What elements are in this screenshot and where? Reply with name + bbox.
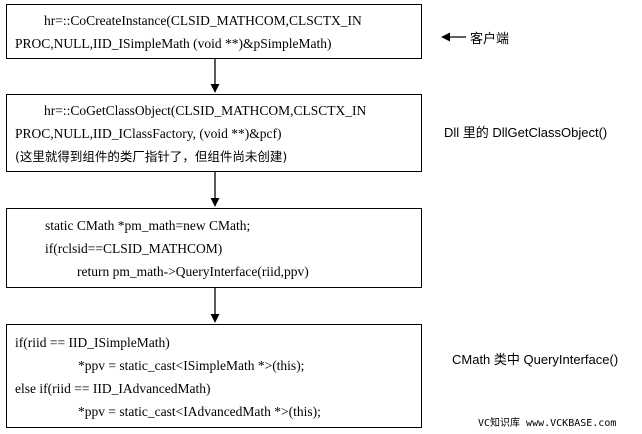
- cmath-queryinterface-label: CMath 类中 QueryInterface(): [452, 352, 619, 367]
- box3-line-3: return pm_math->QueryInterface(riid,ppv): [77, 264, 309, 279]
- cocreateinstance-box: hr=::CoCreateInstance(CLSID_MATHCOM,CLSC…: [6, 4, 422, 59]
- box4-line-4: *ppv = static_cast<IAdvancedMath *>(this…: [78, 404, 321, 419]
- site-watermark: VC知识库 www.VCKBASE.com: [478, 418, 617, 429]
- box4-line-2: *ppv = static_cast<ISimpleMath *>(this);: [78, 358, 305, 373]
- box1-line-2: PROC,NULL,IID_ISimpleMath (void **)&pSim…: [15, 36, 332, 51]
- dll-getclassobject-label: Dll 里的 DllGetClassObject(): [444, 125, 608, 140]
- box3-line-1: static CMath *pm_math=new CMath;: [45, 218, 251, 233]
- box2-line-1: hr=::CoGetClassObject(CLSID_MATHCOM,CLSC…: [44, 103, 367, 118]
- client-label: 客户端: [470, 31, 510, 46]
- dllgetclassobject-box: static CMath *pm_math=new CMath; if(rcls…: [6, 208, 422, 288]
- box1-line-1: hr=::CoCreateInstance(CLSID_MATHCOM,CLSC…: [44, 13, 362, 28]
- box2-line-3: (这里就得到组件的类厂指针了，但组件尚未创建): [15, 149, 288, 164]
- box2-line-2: PROC,NULL,IID_IClassFactory, (void **)&p…: [15, 126, 282, 141]
- cogetclassobject-box: hr=::CoGetClassObject(CLSID_MATHCOM,CLSC…: [6, 94, 422, 172]
- queryinterface-box: if(riid == IID_ISimpleMath) *ppv = stati…: [6, 324, 422, 428]
- box4-line-1: if(riid == IID_ISimpleMath): [15, 335, 170, 350]
- box3-line-2: if(rclsid==CLSID_MATHCOM): [45, 241, 223, 256]
- box4-line-3: else if(riid == IID_IAdvancedMath): [15, 381, 211, 396]
